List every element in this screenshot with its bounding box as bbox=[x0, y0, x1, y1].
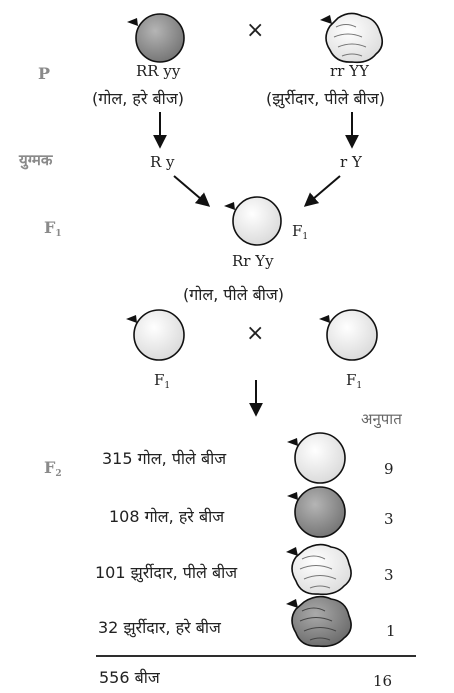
parent-right-genotype: rr YY bbox=[330, 64, 369, 79]
f1-genotype: Rr Yy bbox=[232, 254, 274, 269]
f1-cross-seed-right bbox=[319, 310, 377, 360]
f1-seed-label: F1 bbox=[292, 224, 308, 242]
f2-seed-wrinkled-green bbox=[286, 597, 351, 647]
parent-cross-symbol: × bbox=[246, 20, 264, 42]
f1-cross-right-label: F1 bbox=[346, 373, 362, 391]
f2-row-4-text: 32 झुर्रीदार, हरे बीज bbox=[98, 620, 221, 636]
f2-row-4-ratio: 1 bbox=[386, 624, 396, 639]
f2-seed-round-green bbox=[287, 487, 345, 537]
gamete-left: R y bbox=[150, 155, 175, 170]
generation-label-f2: F2 bbox=[44, 460, 62, 479]
f2-row-1-text: 315 गोल, पीले बीज bbox=[102, 451, 226, 467]
parent-right-phenotype: (झुर्रीदार, पीले बीज) bbox=[266, 91, 385, 107]
f2-row-2-ratio: 3 bbox=[384, 512, 394, 527]
parent-left-phenotype: (गोल, हरे बीज) bbox=[92, 91, 184, 107]
f2-row-3-ratio: 3 bbox=[384, 568, 394, 583]
f2-row-3-text: 101 झुर्रीदार, पीले बीज bbox=[95, 565, 237, 581]
generation-label-f1: F1 bbox=[44, 220, 62, 239]
arrow-gamete-right-to-f1 bbox=[306, 176, 340, 205]
f1-cross-seed-left bbox=[126, 310, 184, 360]
parent-seed-wrinkled-yellow bbox=[320, 13, 382, 62]
f2-row-2-text: 108 गोल, हरे बीज bbox=[109, 509, 224, 525]
f2-row-1-ratio: 9 bbox=[384, 462, 394, 477]
generation-label-gamete: युग्मक bbox=[19, 153, 52, 168]
f2-seed-wrinkled-yellow bbox=[286, 545, 351, 595]
f1-cross-left-label: F1 bbox=[154, 373, 170, 391]
generation-label-p: P bbox=[38, 66, 50, 82]
f2-seed-round-yellow bbox=[287, 433, 345, 483]
gamete-right: r Y bbox=[340, 155, 362, 170]
f1-seed-round-yellow bbox=[224, 197, 281, 245]
f1-phenotype: (गोल, पीले बीज) bbox=[183, 287, 284, 303]
f2-total-text: 556 बीज bbox=[99, 670, 160, 686]
f2-total-ratio: 16 bbox=[373, 674, 392, 689]
parent-seed-round-green bbox=[127, 14, 184, 62]
arrow-gamete-left-to-f1 bbox=[174, 176, 208, 205]
parent-left-genotype: RR yy bbox=[136, 64, 180, 79]
f1-cross-symbol: × bbox=[246, 323, 264, 345]
ratio-header: अनुपात bbox=[361, 412, 402, 427]
